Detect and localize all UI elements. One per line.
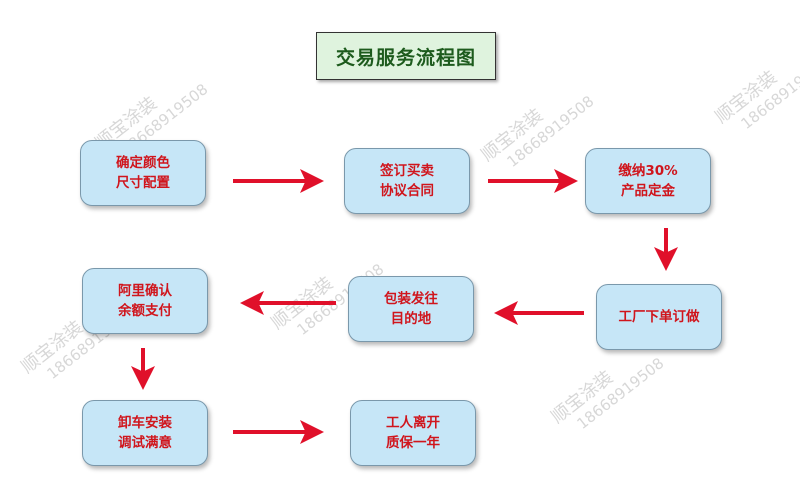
step-node: 工人离开 质保一年 (350, 400, 476, 466)
step-node: 缴纳30% 产品定金 (585, 148, 711, 214)
step-node: 工厂下单订做 (596, 284, 722, 350)
step-label: 尺寸配置 (116, 175, 170, 191)
step-label: 调试满意 (118, 435, 172, 451)
step-label: 目的地 (390, 311, 432, 327)
step-label: 缴纳30% (618, 163, 678, 179)
step-node: 卸车安装 调试满意 (82, 400, 208, 466)
step-label: 确定颜色 (116, 155, 170, 171)
step-label: 协议合同 (380, 183, 434, 199)
watermark: 顺宝涂装 18668919508 (711, 38, 800, 144)
step-label: 质保一年 (386, 435, 440, 451)
step-label: 余额支付 (118, 303, 172, 319)
watermark: 顺宝涂装 18668919508 (477, 76, 598, 182)
step-node: 签订买卖 协议合同 (344, 148, 470, 214)
step-label: 签订买卖 (380, 163, 434, 179)
step-label: 工人离开 (386, 415, 440, 431)
step-label: 工厂下单订做 (618, 309, 700, 325)
step-node: 阿里确认 余额支付 (82, 268, 208, 334)
step-label: 阿里确认 (118, 283, 172, 299)
step-label: 卸车安装 (118, 415, 172, 431)
diagram-title: 交易服务流程图 (316, 32, 496, 80)
step-node: 确定颜色 尺寸配置 (80, 140, 206, 206)
step-label: 包装发往 (384, 291, 438, 307)
step-node: 包装发往 目的地 (348, 276, 474, 342)
watermark: 顺宝涂装 18668919508 (547, 338, 668, 444)
step-label: 产品定金 (621, 183, 675, 199)
